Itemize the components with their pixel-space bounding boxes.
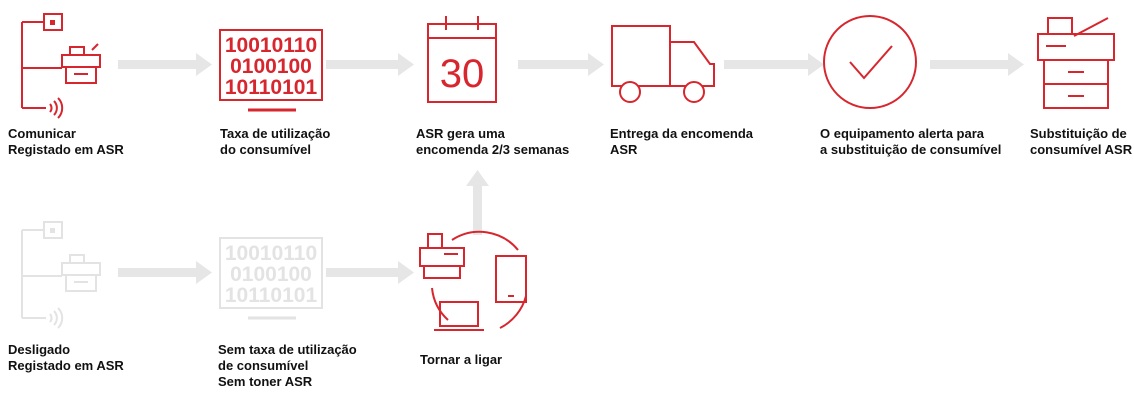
- arrow-2: [326, 53, 414, 76]
- arrow-3: [518, 53, 604, 76]
- binary-line-2: 0100100: [230, 55, 312, 78]
- step-label-substituicao: Substituição de consumível ASR: [1030, 126, 1133, 157]
- step-label-entrega: Entrega da encomenda ASR: [610, 126, 754, 157]
- printer-icon: [1037, 17, 1115, 109]
- device-network-icon-faded: [21, 221, 101, 329]
- arrow-1: [118, 53, 212, 76]
- arrow-4: [724, 53, 824, 76]
- binary-monitor-icon: 10010110 0100100 10110101: [219, 29, 323, 112]
- binary-line-3: 10110101: [225, 76, 318, 99]
- binary-line-1: 10010110: [225, 34, 317, 57]
- binary-monitor-icon-faded: 10010110 0100100 10110101: [219, 237, 323, 320]
- step-label-tornar-ligar: Tornar a ligar: [420, 352, 503, 367]
- arrow-up: [466, 170, 489, 235]
- binary-line-1-faded: 10010110: [225, 242, 317, 265]
- step-label-sem-taxa: Sem taxa de utilização de consumível Sem…: [218, 342, 357, 389]
- step-label-alerta: O equipamento alerta para a substituição…: [820, 126, 1002, 157]
- binary-line-3-faded: 10110101: [225, 284, 318, 307]
- arrow-b2: [326, 261, 414, 284]
- bottom-flow-arrows: [118, 170, 489, 284]
- device-network-icon: [21, 13, 101, 119]
- arrow-5: [930, 53, 1024, 76]
- step-label-asr-encomenda: ASR gera uma encomenda 2/3 semanas: [416, 126, 570, 157]
- checkmark-circle-icon: [823, 15, 917, 109]
- step-label-comunicar: Comunicar Registado em ASR: [8, 126, 124, 157]
- binary-line-2-faded: 0100100: [230, 263, 312, 286]
- reconnect-devices-icon: [419, 230, 527, 331]
- delivery-truck-icon: [611, 25, 715, 103]
- step-label-desligado: Desligado Registado em ASR: [8, 342, 124, 373]
- top-flow-arrows: [118, 53, 1024, 76]
- arrow-b1: [118, 261, 212, 284]
- step-label-taxa-utilizacao: Taxa de utilização do consumível: [220, 126, 331, 157]
- calendar-icon: 30: [427, 16, 497, 103]
- calendar-day: 30: [440, 52, 485, 96]
